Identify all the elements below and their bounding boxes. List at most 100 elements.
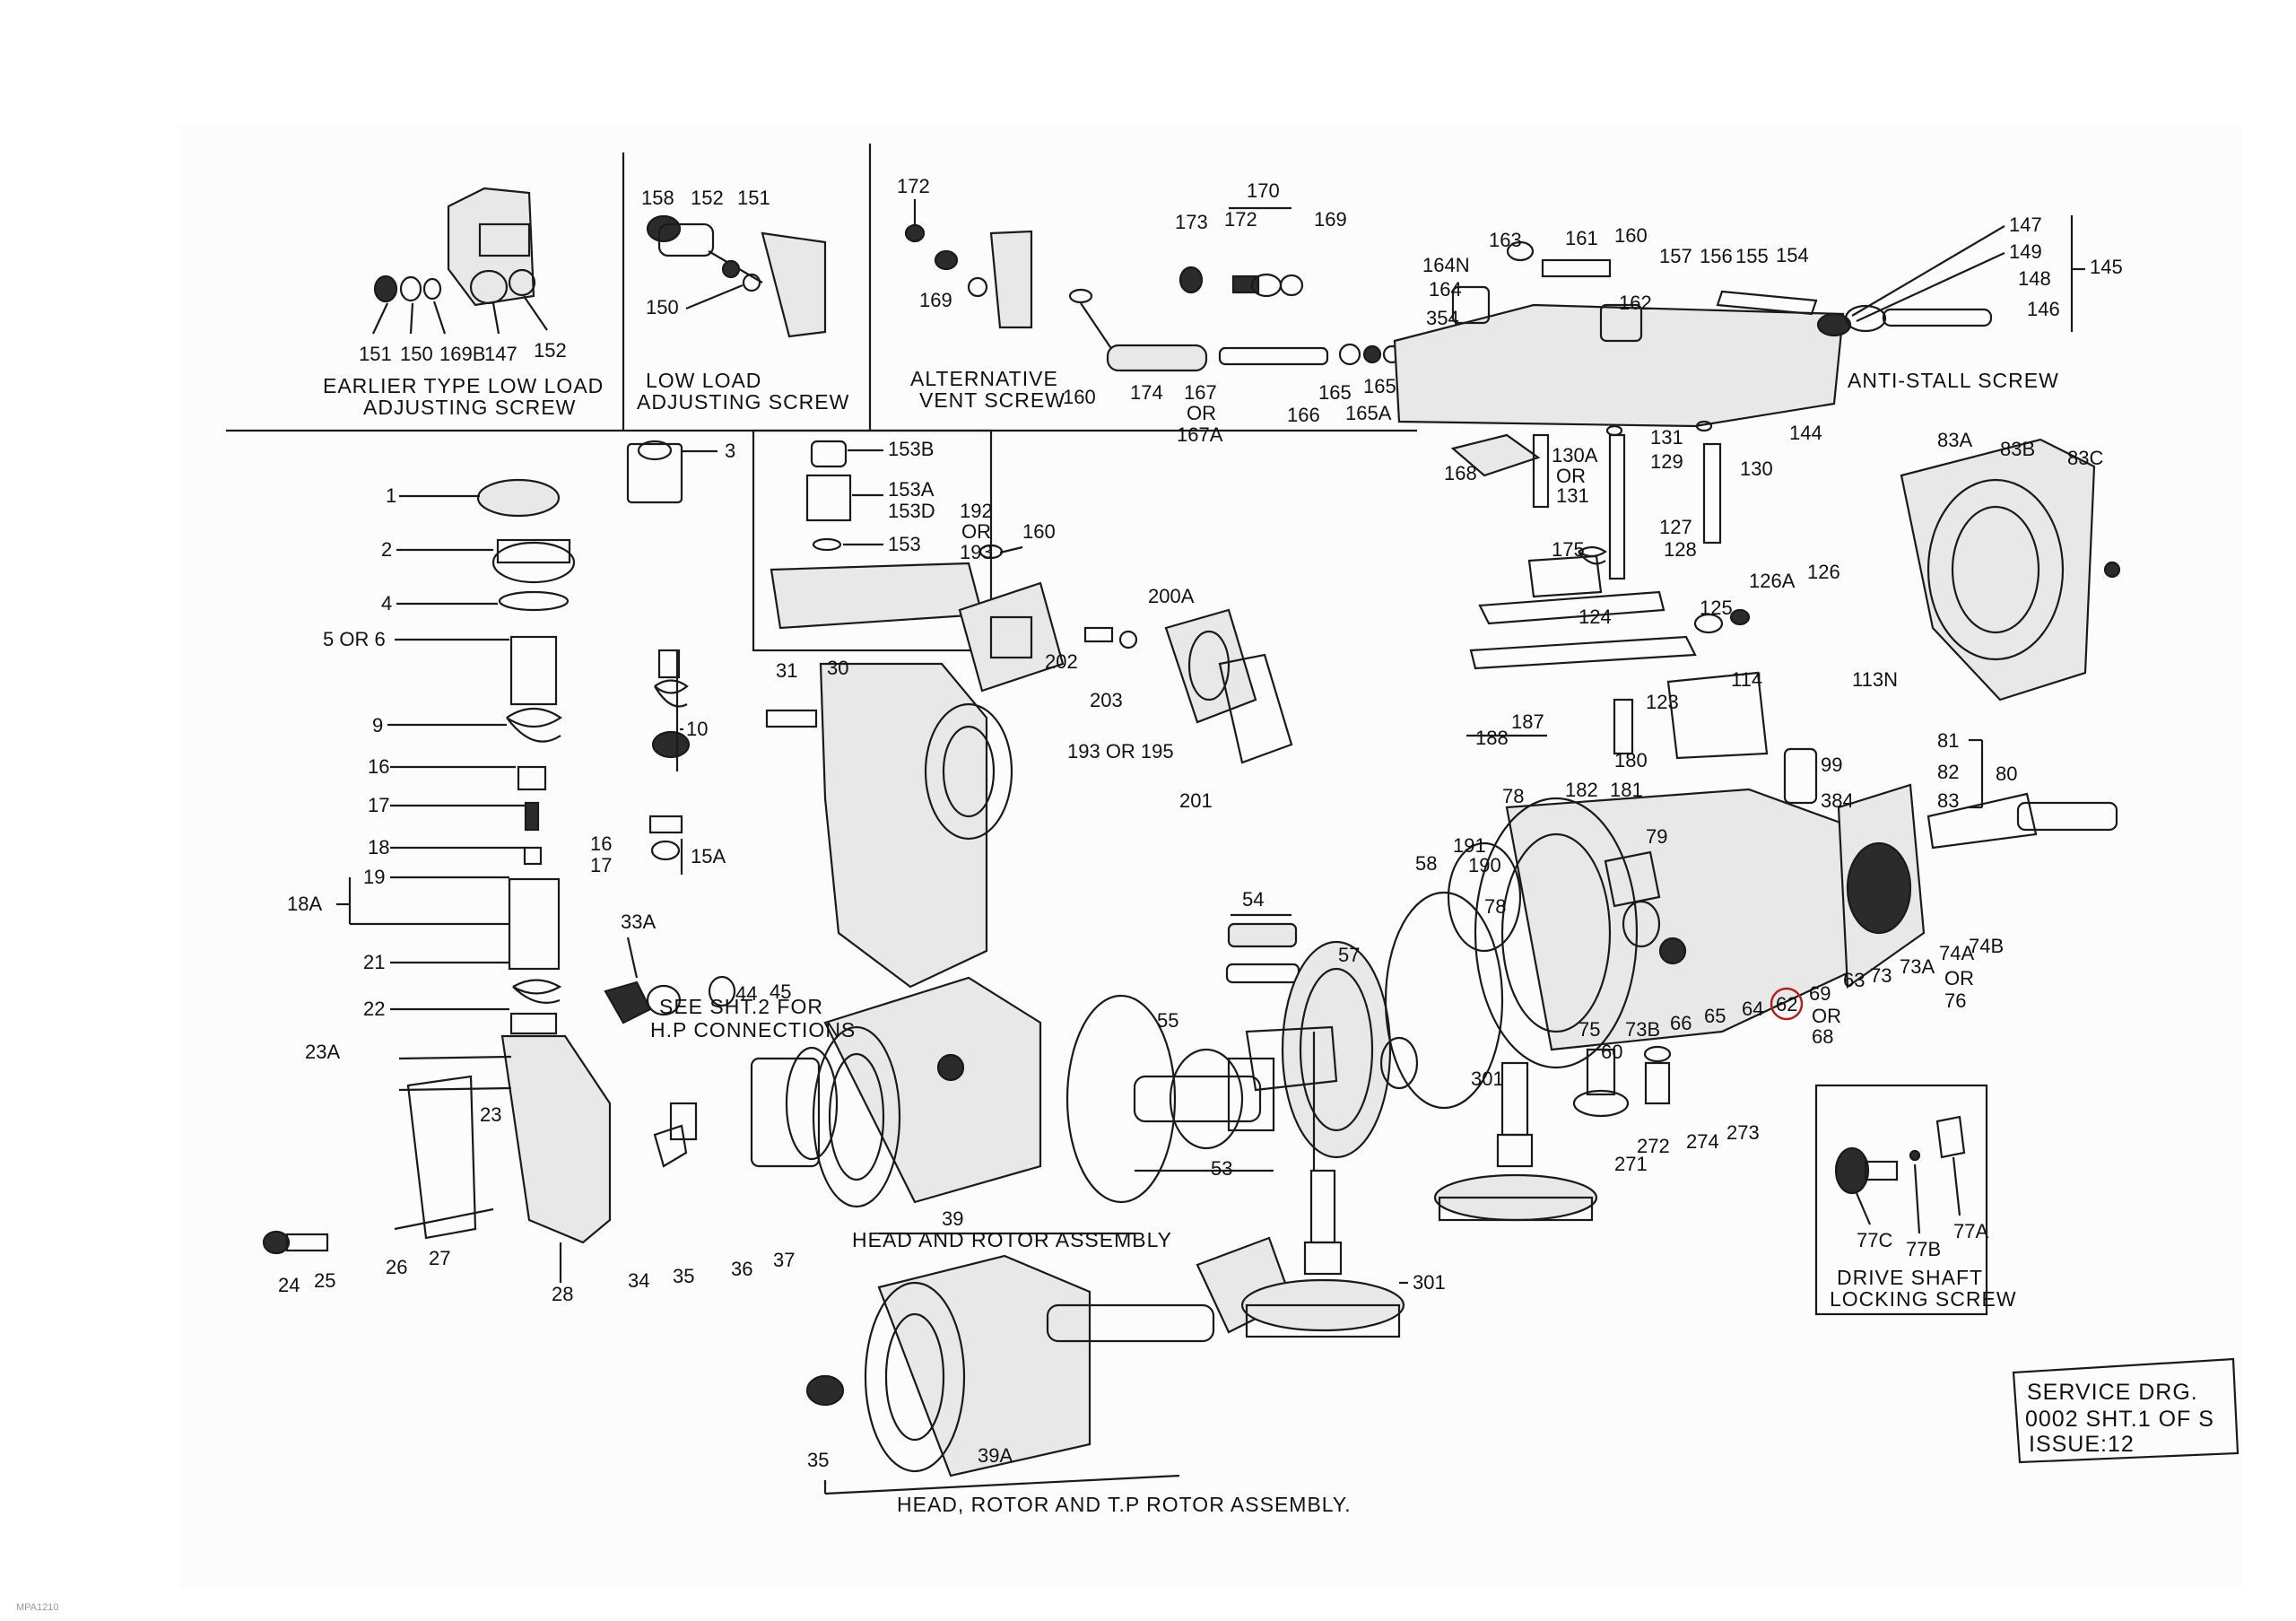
label-45: 45: [770, 980, 791, 1003]
caption-head-rotor: HEAD AND ROTOR ASSEMBLY: [852, 1228, 1172, 1251]
label-151: 151: [737, 187, 770, 209]
label-148: 148: [2018, 267, 2051, 290]
label-150: 150: [646, 296, 679, 318]
label-23a: 23A: [305, 1041, 340, 1063]
label-164n: 164N: [1422, 254, 1470, 276]
label-190: 190: [1468, 854, 1501, 876]
title-block-line1: SERVICE DRG.: [2027, 1380, 2198, 1405]
label-66: 66: [1670, 1012, 1692, 1034]
label-73a: 73A: [1900, 955, 1935, 978]
label-78b: 78: [1484, 895, 1506, 918]
label-150: 150: [400, 343, 433, 365]
label-3: 3: [725, 440, 735, 462]
label-145: 145: [2090, 256, 2123, 278]
mounting-flange-83: 83A 83B 83C: [1900, 429, 2121, 702]
label-64: 64: [1742, 998, 1763, 1020]
label-130a: 130A: [1552, 444, 1598, 466]
label-129: 129: [1650, 450, 1683, 473]
pump-bracket-left: [262, 1034, 612, 1255]
title-block-line2: 0002 SHT.1 OF S: [2025, 1407, 2214, 1432]
label-78a: 78: [1502, 785, 1524, 807]
label-152: 152: [691, 187, 724, 209]
cover-plates-192-200a: 192 OR 193 160 200A 202 203 193 OR 195 2…: [958, 500, 1293, 812]
label-124: 124: [1578, 606, 1612, 628]
exploded-parts-diagram: 151 150 169B 147 152 EARLIER TYPE LOW LO…: [226, 144, 2239, 1516]
label-131: 131: [1650, 426, 1683, 449]
label-18: 18: [368, 836, 389, 858]
label-10: 10: [686, 718, 708, 740]
label-153: 153: [888, 533, 921, 555]
label-73: 73: [1870, 964, 1892, 987]
small-parts-33a: 33A: [604, 911, 736, 1024]
caption-see-sht2-line1: SEE SHT.2 FOR: [659, 995, 823, 1018]
caption-head-rotor-tp: HEAD, ROTOR AND T.P ROTOR ASSEMBLY.: [897, 1493, 1352, 1516]
label-83c: 83C: [2067, 447, 2103, 469]
label-193or195: 193 OR 195: [1067, 740, 1174, 763]
label-157: 157: [1659, 245, 1692, 267]
label-168: 168: [1444, 462, 1477, 484]
title-block-frame: [2012, 1357, 2239, 1464]
label-153d: 153D: [888, 500, 935, 522]
label-160b: 160: [1022, 520, 1056, 543]
left-column-labels: 1 3 2 4 5 OR 6 9 16 17 18 19 18A 21 22 1…: [278, 440, 735, 1305]
label-or-167: OR: [1187, 402, 1216, 424]
inset-earlier-type-low-load: 151 150 169B 147 152 EARLIER TYPE LOW LO…: [323, 187, 604, 419]
label-301b: 301: [1413, 1271, 1446, 1294]
label-22: 22: [363, 998, 385, 1020]
label-152: 152: [534, 339, 567, 362]
label-169: 169: [919, 289, 952, 311]
label-114: 114: [1731, 668, 1762, 691]
end-plate-30: 31 30: [765, 657, 1013, 989]
label-83a: 83A: [1937, 429, 1972, 451]
label-147: 147: [2009, 214, 2042, 236]
label-146: 146: [2027, 298, 2060, 320]
label-24: 24: [278, 1274, 300, 1296]
label-15a: 15A: [691, 845, 726, 867]
caption-earlier-type-line1: EARLIER TYPE LOW LOAD: [323, 374, 604, 397]
label-271: 271: [1614, 1153, 1648, 1175]
label-1: 1: [386, 484, 396, 507]
label-125: 125: [1700, 597, 1733, 619]
label-201: 201: [1179, 789, 1213, 812]
label-144: 144: [1789, 422, 1822, 444]
label-75: 75: [1578, 1018, 1600, 1041]
governor-cover-144: ANTI-STALL SCREW 163 164N 164 354 161 16…: [1393, 214, 2123, 444]
base-parts-271-301: 301 301 271 272 274 273: [1240, 1032, 1760, 1338]
label-34: 34: [628, 1269, 649, 1292]
label-354: 354: [1426, 307, 1459, 329]
label-21: 21: [363, 951, 385, 973]
label-274: 274: [1686, 1130, 1719, 1153]
label-57: 57: [1338, 944, 1360, 966]
label-83: 83: [1937, 789, 1959, 812]
caption-drive-shaft-line2: LOCKING SCREW: [1830, 1287, 2017, 1311]
pump-body: 78 190 58 191 78 188 187 182 180 181 79 …: [1384, 710, 2118, 1110]
label-164: 164: [1429, 278, 1462, 301]
caption-earlier-type-line2: ADJUSTING SCREW: [363, 396, 576, 419]
label-53: 53: [1211, 1157, 1232, 1180]
inset-drive-shaft: 77C 77B 77A DRIVE SHAFT LOCKING SCREW: [1830, 1115, 2017, 1311]
label-167: 167: [1184, 381, 1217, 404]
label-156: 156: [1700, 245, 1733, 267]
label-54: 54: [1242, 888, 1264, 911]
body-bottom-labels: 75 60 73B 66 65 64 62 69 OR 68 63 73 73A…: [1578, 935, 2004, 1063]
label-or-76: OR: [1944, 967, 1974, 989]
label-203: 203: [1090, 689, 1123, 711]
label-37: 37: [773, 1249, 795, 1271]
label-or-193: OR: [961, 520, 991, 543]
label-63: 63: [1843, 969, 1865, 991]
caption-anti-stall: ANTI-STALL SCREW: [1848, 369, 2059, 392]
label-17b: 17: [590, 854, 612, 876]
label-80: 80: [1996, 763, 2017, 785]
control-rod-parts: 160 174 167 OR 167A 166 165 165A 165B 17…: [1063, 179, 1409, 446]
label-130: 130: [1740, 458, 1773, 480]
highlight-ring-62: [1770, 987, 1804, 1021]
label-131a: 131: [1556, 484, 1589, 507]
label-187: 187: [1511, 710, 1544, 733]
inset-alternative-vent: 172 169 ALTERNATIVE VENT SCREW: [897, 175, 1065, 412]
label-26: 26: [386, 1256, 407, 1278]
label-33a: 33A: [621, 911, 656, 933]
label-128: 128: [1664, 538, 1697, 561]
label-384: 384: [1821, 789, 1854, 812]
label-200a: 200A: [1148, 585, 1195, 607]
label-301a: 301: [1471, 1068, 1504, 1090]
